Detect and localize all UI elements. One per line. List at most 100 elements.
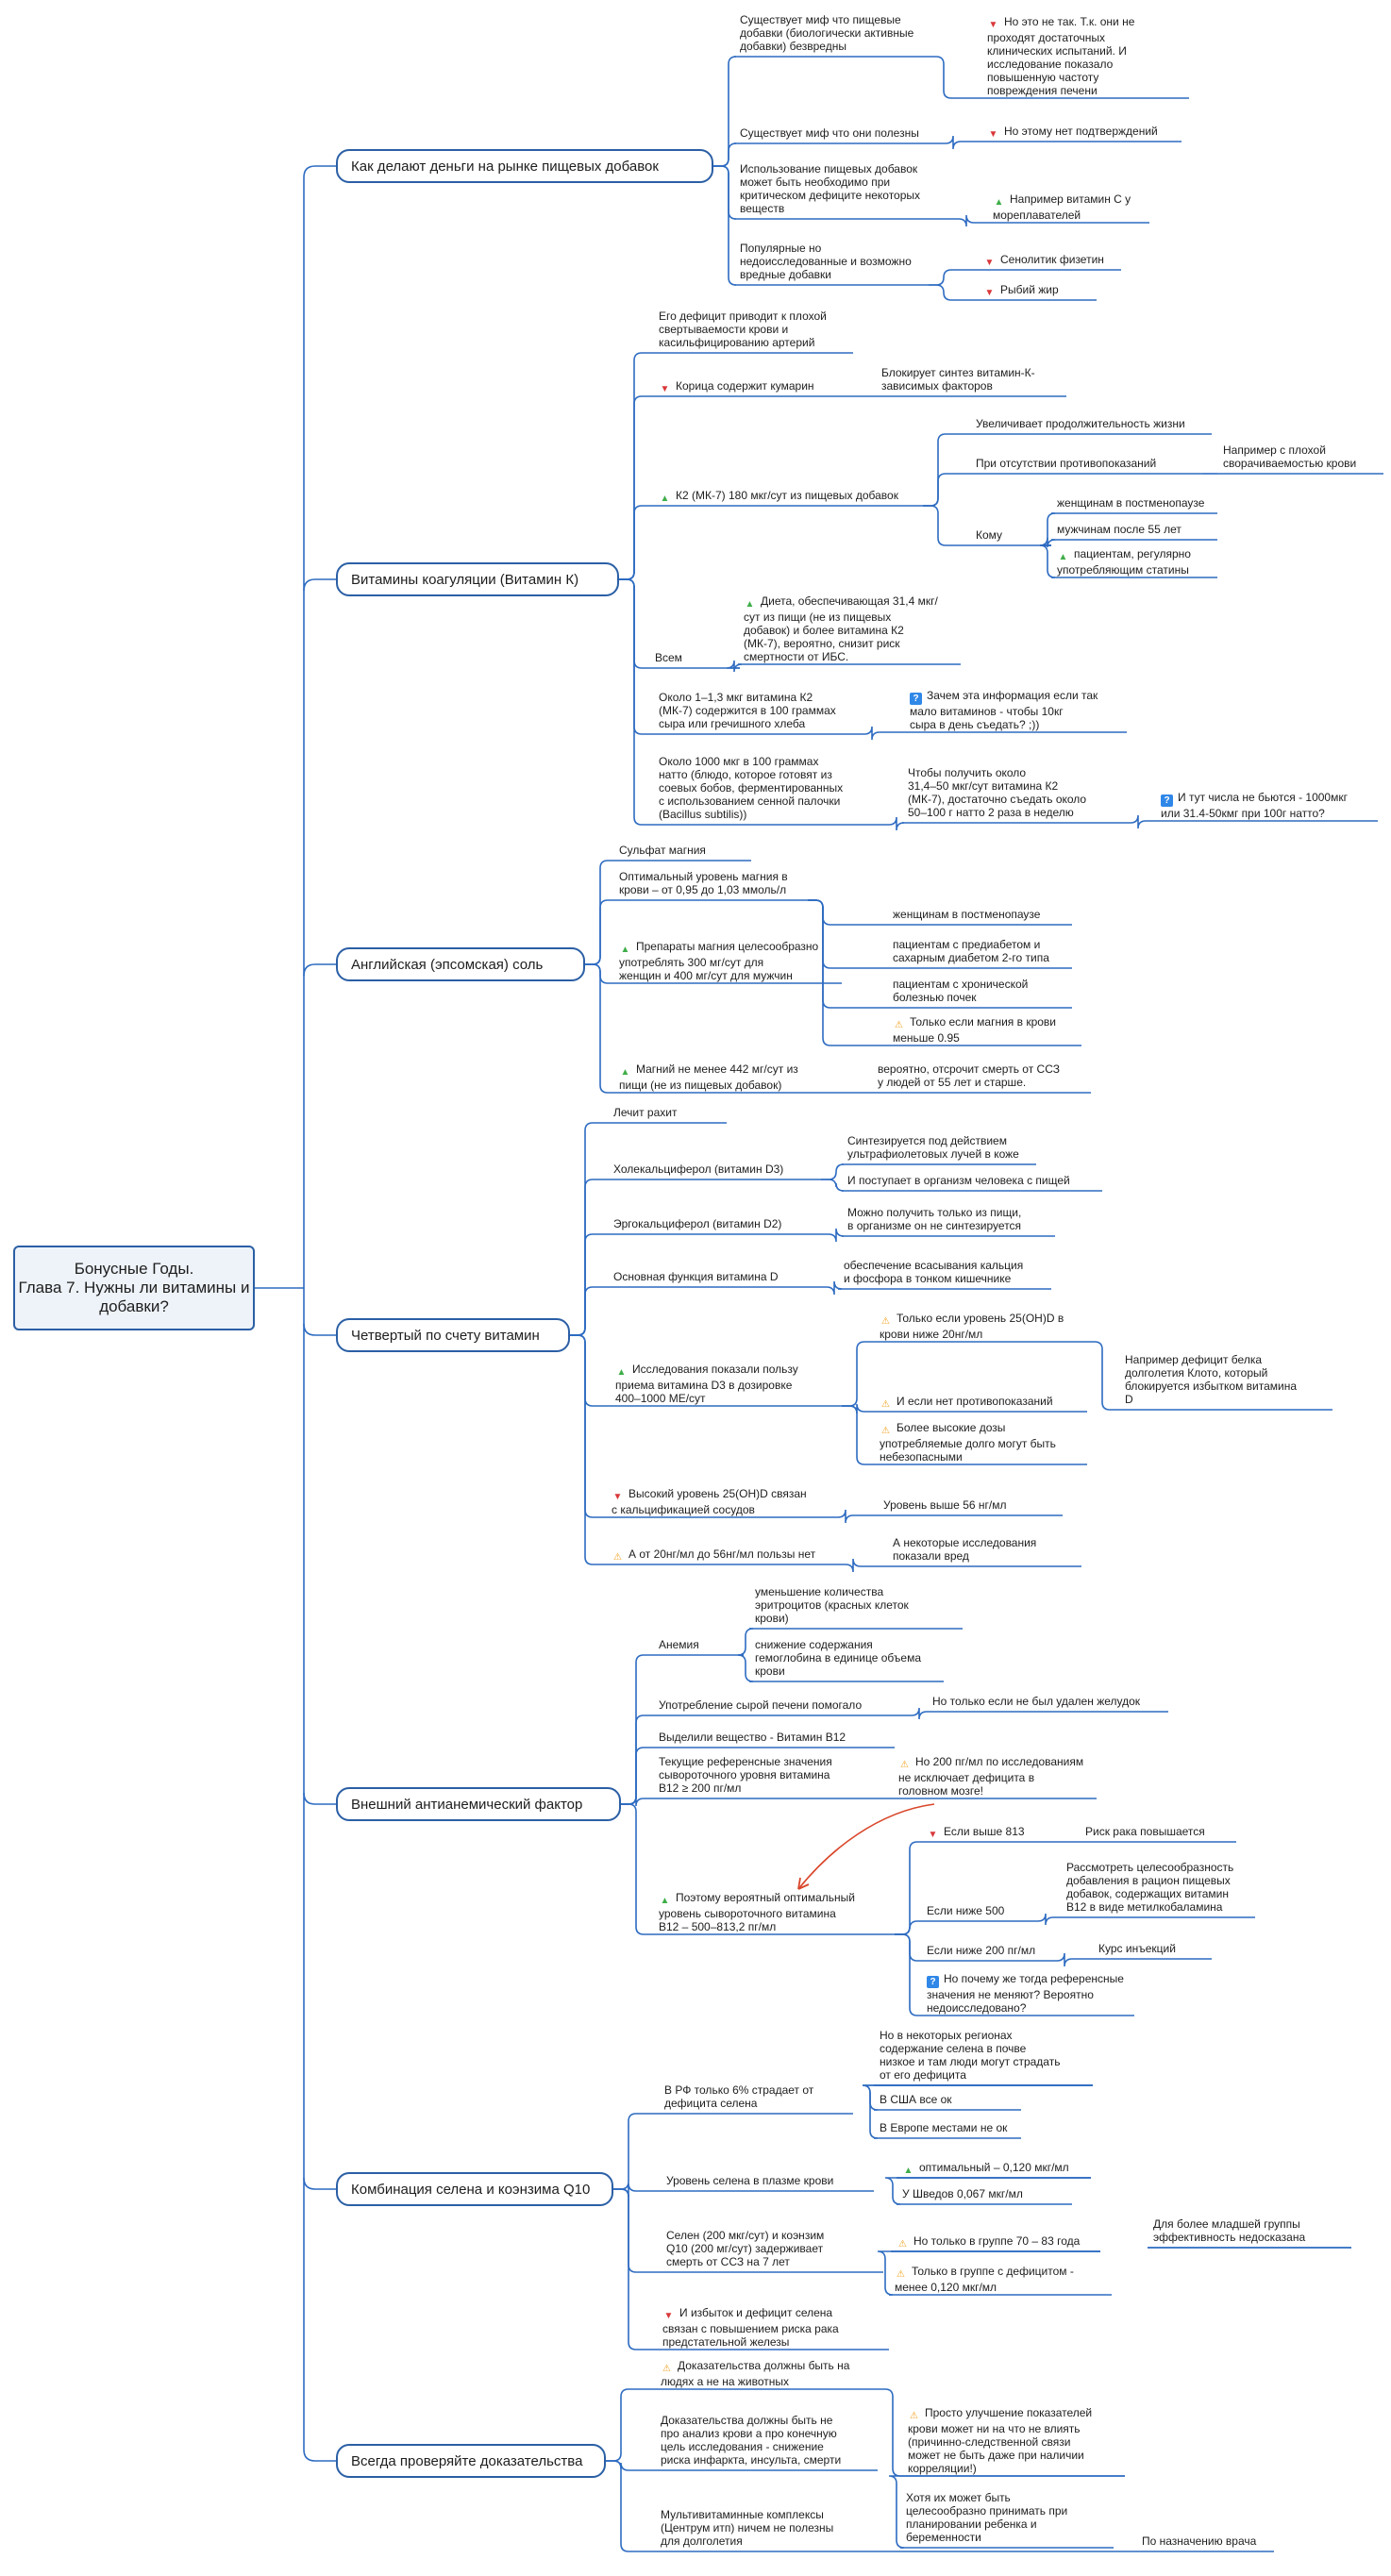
topic-node[interactable]: снижение содержания гемоглобина в единиц… — [755, 1638, 921, 1678]
main-topic[interactable]: Всегда проверяйте доказательства — [336, 2444, 606, 2478]
central-topic[interactable]: Бонусные Годы. Глава 7. Нужны ли витамин… — [13, 1246, 255, 1330]
topic-node[interactable]: По назначению врача — [1142, 2534, 1257, 2548]
topic-node[interactable]: Выделили вещество - Витамин В12 — [659, 1731, 846, 1744]
topic-node[interactable]: пациентам с предиабетом и сахарным диабе… — [893, 938, 1049, 964]
topic-node[interactable]: Около 1–1,3 мкг витамина К2 (МК-7) содер… — [659, 691, 836, 730]
main-topic[interactable]: Витамины коагуляции (Витамин К) — [336, 562, 619, 596]
topic-node[interactable]: Существует миф что пищевые добавки (биол… — [740, 13, 914, 53]
topic-node[interactable]: ▲пациентам, регулярно употребляющим стат… — [1057, 547, 1191, 577]
topic-node[interactable]: ▼Если выше 813 — [928, 1825, 1025, 1840]
topic-node[interactable]: Лечит рахит — [613, 1106, 678, 1119]
topic-node[interactable]: Использование пищевых добавок может быть… — [740, 162, 921, 215]
topic-node[interactable]: ▲Препараты магния целесообразно употребл… — [619, 940, 819, 982]
topic-node[interactable]: Мультивитаминные комплексы (Центрум итп)… — [661, 2508, 834, 2548]
topic-node[interactable]: ▲Поэтому вероятный оптимальный уровень с… — [659, 1891, 855, 1933]
topic-node[interactable]: Кому — [976, 528, 1003, 542]
topic-node[interactable]: Сульфат магния — [619, 844, 706, 857]
topic-node[interactable]: Текущие референсные значения сывороточно… — [659, 1755, 832, 1795]
topic-node[interactable]: ⚠А от 20нг/мл до 56нг/мл пользы нет — [612, 1547, 838, 1564]
topic-node[interactable]: ⚠Доказательства должны быть на людях а н… — [661, 2359, 850, 2388]
main-topic[interactable]: Комбинация селена и коэнзима Q10 — [336, 2172, 613, 2206]
topic-node[interactable]: Основная функция витамина D — [613, 1270, 779, 1283]
topic-node[interactable]: ▲оптимальный – 0,120 мкг/мл — [903, 2161, 1069, 2176]
topic-node[interactable]: У Шведов 0,067 мкг/мл — [902, 2187, 1023, 2200]
topic-node[interactable]: Оптимальный уровень магния в крови – от … — [619, 870, 788, 896]
main-topic[interactable]: Внешний антианемический фактор — [336, 1787, 621, 1821]
topic-node[interactable]: ⚠Только если магния в крови меньше 0.95 — [893, 1015, 1057, 1045]
topic-node[interactable]: ▲К2 (МК-7) 180 мкг/сут из пищевых добаво… — [660, 489, 898, 504]
topic-node[interactable]: Доказательства должны быть не про анализ… — [661, 2414, 842, 2467]
topic-node[interactable]: И поступает в организм человека с пищей — [847, 1174, 1070, 1187]
topic-node[interactable]: А некоторые исследования показали вред — [893, 1536, 1037, 1563]
topic-node[interactable]: Холекальциферол (витамин D3) — [613, 1163, 784, 1176]
topic-node[interactable]: ▼Сенолитик физетин — [984, 253, 1104, 268]
topic-node[interactable]: Хотя их может быть целесообразно принима… — [906, 2491, 1068, 2544]
topic-node[interactable]: Его дефицит приводит к плохой свертываем… — [659, 309, 827, 349]
warning-icon: ⚠ — [895, 1020, 903, 1030]
branch-connector — [303, 578, 336, 592]
topic-node[interactable]: ▲Диета, обеспечивающая 31,4 мкг/ сут из … — [744, 594, 938, 663]
topic-node[interactable]: ▼И избыток и дефицит селена связан с пов… — [662, 2306, 839, 2349]
topic-node[interactable]: Всем — [655, 651, 682, 664]
topic-node[interactable]: ▲Например витамин С у мореплавателей — [993, 192, 1131, 222]
warning-icon: ⚠ — [897, 2269, 905, 2280]
topic-node[interactable]: В США все ок — [880, 2093, 952, 2106]
topic-node[interactable]: Около 1000 мкг в 100 граммах натто (блюд… — [659, 755, 844, 821]
topic-node[interactable]: ▲Исследования показали пользу приема вит… — [615, 1363, 798, 1405]
topic-node[interactable]: Например с плохой сворачиваемостью крови — [1223, 443, 1357, 470]
topic-node[interactable]: ▼Но этому нет подтверждений — [988, 125, 1158, 140]
topic-node[interactable]: ⚠Только в группе с дефицитом - менее 0,1… — [895, 2265, 1074, 2294]
topic-node[interactable]: ▲Магний не менее 442 мг/сут из пищи (не … — [619, 1062, 798, 1092]
topic-node[interactable]: мужчинам после 55 лет — [1057, 523, 1182, 536]
topic-node[interactable]: ⚠Более высокие дозы употребляемые долго … — [880, 1421, 1056, 1464]
topic-node[interactable]: ?Но почему же тогда референсные значения… — [927, 1972, 1124, 2015]
topic-node[interactable]: женщинам в постменопаузе — [893, 908, 1041, 921]
topic-node[interactable]: В Европе местами не ок — [880, 2121, 1008, 2134]
topic-node[interactable]: ▼Но это не так. Т.к. они не проходят дос… — [987, 15, 1135, 97]
main-topic[interactable]: Четвертый по счету витамин — [336, 1318, 570, 1352]
topic-node[interactable]: При отсутствии противопоказаний — [976, 457, 1157, 470]
topic-node[interactable]: ?Зачем эта информация если так мало вита… — [910, 689, 1098, 731]
topic-node[interactable]: ⚠И если нет противопоказаний — [880, 1395, 1087, 1411]
topic-node[interactable]: обеспечение всасывания кальция и фосфора… — [844, 1259, 1024, 1285]
topic-connector — [878, 2388, 902, 2477]
topic-node[interactable]: ?И тут числа не бьются - 1000мкг или 31.… — [1161, 791, 1348, 820]
topic-node[interactable]: Если ниже 200 пг/мл — [927, 1944, 1036, 1957]
topic-node[interactable]: Эргокальциферол (витамин D2) — [613, 1217, 782, 1230]
topic-node[interactable]: Рассмотреть целесообразность добавления … — [1066, 1861, 1234, 1914]
main-topic[interactable]: Как делают деньги на рынке пищевых добав… — [336, 149, 713, 183]
topic-node[interactable]: Но в некоторых регионах содержание селен… — [880, 2029, 1061, 2082]
topic-node[interactable]: вероятно, отсрочит смерть от ССЗ у людей… — [878, 1062, 1060, 1089]
topic-node[interactable]: ⚠Но 200 пг/мл по исследованиям не исключ… — [898, 1755, 1084, 1798]
topic-node[interactable]: Увеличивает продолжительность жизни — [976, 417, 1185, 430]
topic-node[interactable]: ▼Корица содержит кумарин — [660, 379, 814, 394]
topic-node[interactable]: Существует миф что они полезны — [740, 126, 919, 140]
topic-node[interactable]: женщинам в постменопаузе — [1057, 496, 1205, 510]
topic-node[interactable]: Анемия — [659, 1638, 699, 1651]
topic-connector — [613, 2183, 661, 2198]
topic-node[interactable]: В РФ только 6% страдает от дефицита селе… — [664, 2083, 814, 2110]
topic-node[interactable]: Уровень селена в плазме крови — [666, 2174, 834, 2187]
topic-node[interactable]: Риск рака повышается — [1085, 1825, 1205, 1838]
topic-node[interactable]: пациентам с хронической болезнью почек — [893, 978, 1029, 1004]
main-topic[interactable]: Английская (эпсомская) соль — [336, 947, 585, 981]
topic-node[interactable]: Блокирует синтез витамин-К- зависимых фа… — [881, 366, 1035, 393]
topic-node[interactable]: Можно получить только из пищи, в организ… — [847, 1206, 1022, 1232]
topic-node[interactable]: ⚠Просто улучшение показателей крови може… — [908, 2406, 1093, 2475]
topic-node[interactable]: Селен (200 мкг/сут) и коэнзим Q10 (200 м… — [666, 2229, 825, 2268]
topic-node[interactable]: Например дефицит белка долголетия Клото,… — [1125, 1353, 1298, 1406]
topic-node[interactable]: Но только если не был удален желудок — [932, 1695, 1141, 1708]
topic-node[interactable]: ⚠Но только в группе 70 – 83 года — [897, 2234, 1100, 2250]
topic-node[interactable]: Популярные но недоисследованные и возмож… — [740, 242, 912, 281]
topic-node[interactable]: ▼Рыбий жир — [984, 283, 1059, 298]
topic-node[interactable]: Уровень выше 56 нг/мл — [883, 1498, 1007, 1512]
topic-node[interactable]: ▼Высокий уровень 25(OH)D связан с кальци… — [612, 1487, 807, 1516]
topic-node[interactable]: Употребление сырой печени помогало — [659, 1698, 863, 1712]
topic-node[interactable]: Если ниже 500 — [927, 1904, 1005, 1917]
topic-node[interactable]: Курс инъекций — [1098, 1942, 1176, 1955]
topic-node[interactable]: Для более младшей группы эффективность н… — [1153, 2217, 1306, 2244]
topic-node[interactable]: Чтобы получить около 31,4–50 мкг/сут вит… — [908, 766, 1087, 819]
topic-node[interactable]: уменьшение количества эритроцитов (красн… — [755, 1585, 909, 1625]
topic-node[interactable]: Синтезируется под действием ультрафиолет… — [847, 1134, 1019, 1161]
topic-node[interactable]: ⚠Только если уровень 25(OH)D в крови ниж… — [880, 1312, 1064, 1341]
